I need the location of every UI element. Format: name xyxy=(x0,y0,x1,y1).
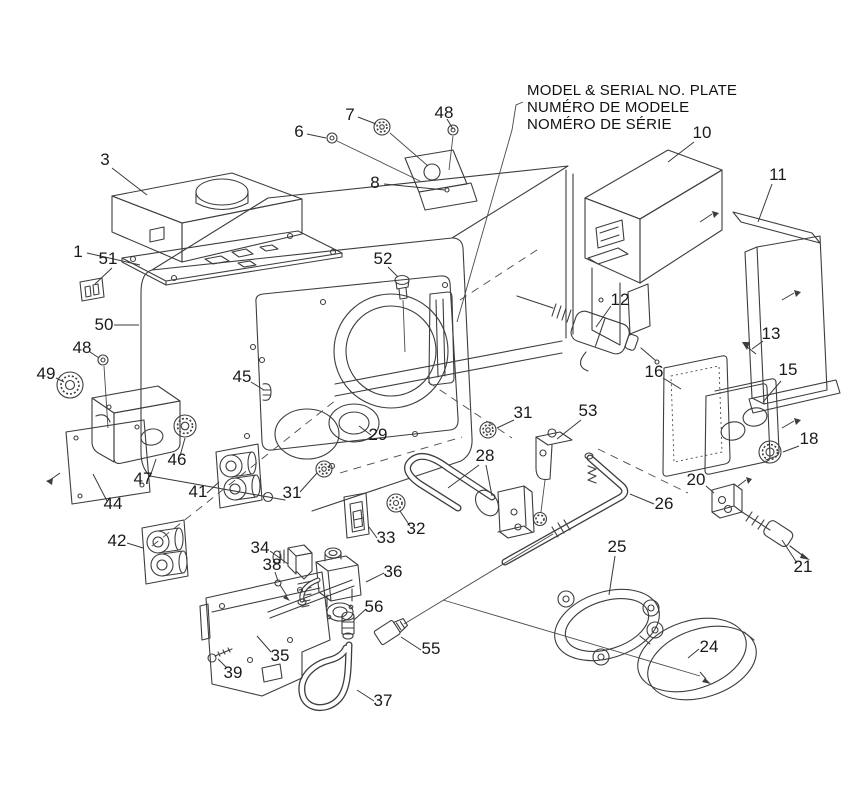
callout-28: 28 xyxy=(476,446,495,465)
callout-12: 12 xyxy=(611,290,630,309)
plate-note-line-2: NUMÉRO DE MODELE xyxy=(527,99,689,116)
callout-34: 34 xyxy=(251,538,270,557)
callout-36: 36 xyxy=(384,562,403,581)
callout-31-left: 31 xyxy=(283,483,302,502)
callout-52: 52 xyxy=(374,249,393,268)
part-28-element xyxy=(404,452,535,539)
callout-38: 38 xyxy=(263,555,282,574)
part-47-bracket xyxy=(91,385,181,464)
plate-note-line-3: NOMÉRO DE SÉRIE xyxy=(527,116,672,133)
callout-11: 11 xyxy=(769,165,787,184)
part-36-gas-valve xyxy=(297,547,362,622)
callout-8: 8 xyxy=(370,173,379,192)
part-39-screw xyxy=(207,647,233,663)
part-11-cover xyxy=(732,211,841,414)
callout-31-right: 31 xyxy=(514,403,533,422)
callout-46: 46 xyxy=(168,450,187,469)
callout-41: 41 xyxy=(189,482,208,501)
callout-29: 29 xyxy=(369,425,388,444)
callout-16: 16 xyxy=(645,362,664,381)
callout-48-top: 48 xyxy=(435,103,454,122)
part-41-valve xyxy=(215,443,274,509)
part-48-nut-top xyxy=(447,124,459,136)
part-7-nut xyxy=(373,118,391,136)
callout-44: 44 xyxy=(104,494,123,513)
plate-note: MODEL & SERIAL NO. PLATE NUMÉRO DE MODEL… xyxy=(527,82,737,133)
part-49-knob xyxy=(56,371,84,399)
part-33-switch xyxy=(343,492,370,539)
part-52-bolt xyxy=(394,274,410,353)
part-55-fitting xyxy=(373,533,554,646)
part-8-bracket xyxy=(336,132,478,211)
callout-45: 45 xyxy=(233,367,252,386)
part-35-bracket xyxy=(199,571,355,697)
part-10-cover xyxy=(584,149,723,346)
callout-53: 53 xyxy=(579,401,598,420)
callouts: 3 1 51 50 6 7 48 8 10 11 12 13 16 15 18 … xyxy=(37,103,819,710)
callout-33: 33 xyxy=(377,528,396,547)
callout-7: 7 xyxy=(345,105,354,124)
callout-42: 42 xyxy=(108,531,127,550)
callout-50: 50 xyxy=(95,315,114,334)
part-15-access-cover xyxy=(704,378,801,475)
callout-3: 3 xyxy=(100,150,109,169)
callout-32: 32 xyxy=(407,519,426,538)
part-46-knob xyxy=(173,414,197,438)
part-44-plate xyxy=(46,419,151,505)
part-53-bracket xyxy=(532,428,597,527)
callout-25: 25 xyxy=(608,537,627,556)
callout-10: 10 xyxy=(693,123,712,142)
callout-24: 24 xyxy=(700,637,719,656)
callout-26: 26 xyxy=(655,494,674,513)
callout-49: 49 xyxy=(37,364,56,383)
callout-6: 6 xyxy=(294,122,303,141)
part-21-electrode xyxy=(741,511,810,560)
callout-39: 39 xyxy=(224,663,243,682)
callout-13: 13 xyxy=(762,324,781,343)
callout-18: 18 xyxy=(800,429,819,448)
part-24-pan xyxy=(637,617,757,701)
part-32-nut xyxy=(386,493,406,513)
plate-note-line-1: MODEL & SERIAL NO. PLATE xyxy=(527,82,737,99)
callout-51: 51 xyxy=(99,249,118,268)
part-1-circuit-board xyxy=(121,230,343,286)
part-31-nut-left xyxy=(315,460,333,478)
alignment-lines xyxy=(151,101,701,677)
part-31-nut-right xyxy=(479,421,497,439)
callout-1: 1 xyxy=(73,242,82,261)
part-13-screw xyxy=(742,342,757,355)
callout-56: 56 xyxy=(365,597,384,616)
callout-47: 47 xyxy=(134,469,153,488)
part-20-bracket xyxy=(711,477,752,519)
part-12-electrode xyxy=(516,295,660,372)
part-26-gas-tube xyxy=(501,452,629,566)
part-25-gasket xyxy=(554,588,660,666)
part-18-nut xyxy=(758,440,782,464)
callout-15: 15 xyxy=(779,360,798,379)
leader-lines xyxy=(55,116,800,702)
part-6-nut xyxy=(326,132,338,144)
part-37-tube xyxy=(298,641,353,711)
callout-55: 55 xyxy=(422,639,441,658)
callout-35: 35 xyxy=(271,646,290,665)
part-42-valve xyxy=(141,519,189,585)
part-16-gasket xyxy=(662,355,731,477)
part-56-fitting xyxy=(341,611,355,640)
callout-48-left: 48 xyxy=(73,338,92,357)
callout-21: 21 xyxy=(794,557,813,576)
callout-37: 37 xyxy=(374,691,393,710)
part-3-control-module xyxy=(111,172,303,263)
part-51-label-plate xyxy=(79,277,105,302)
callout-20: 20 xyxy=(687,470,706,489)
